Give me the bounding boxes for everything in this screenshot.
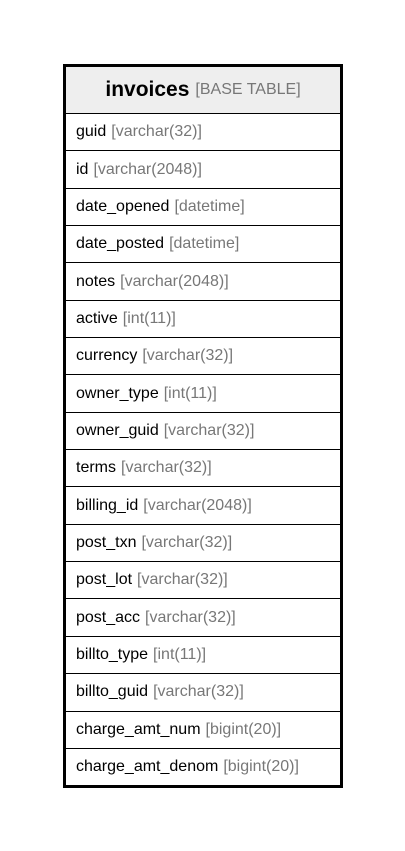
column-type: [varchar(32)] [137,571,228,589]
column-row: billto_guid[varchar(32)] [66,673,340,710]
column-type: [int(11)] [122,309,176,327]
column-name: billto_type [76,645,149,663]
table-name: invoices [105,78,190,101]
table-node-invoices: invoices [BASE TABLE] guid[varchar(32)]i… [63,64,343,789]
column-type: [varchar(32)] [111,123,202,141]
column-name: post_txn [76,533,137,551]
column-row: active[int(11)] [66,299,340,337]
column-row: terms [varchar(32)] [66,449,340,486]
column-name: date_opened [76,197,170,215]
column-row: owner_type[int(11)] [66,374,340,411]
column-row: date_posted[datetime] [66,225,340,262]
column-list: guid[varchar(32)]id[varchar(2048)]date_o… [66,113,340,785]
column-name: charge_amt_denom [76,758,219,776]
column-name: id [76,160,89,178]
column-type: [bigint(20)] [223,758,299,776]
column-name: owner_type [76,384,159,402]
column-type: [varchar(32)] [163,421,255,439]
column-name: notes [76,272,116,290]
column-type: [varchar(32)] [145,608,236,626]
column-row: id[varchar(2048)] [66,150,340,187]
column-row: post_lot[varchar(32)] [66,561,340,598]
column-type: [bigint(20)] [205,720,282,738]
column-type: [varchar(2048)] [143,496,252,514]
column-name: post_acc [76,608,141,626]
column-row: charge_amt_denom[bigint(20)] [66,747,340,785]
column-name: billto_guid [76,683,149,701]
column-type: [varchar(32)] [142,347,234,365]
column-type: [int(11)] [153,645,207,663]
column-row: notes[varchar(2048)] [66,262,340,299]
column-name: owner_guid [76,421,159,439]
column-row: owner_guid[varchar(32)] [66,411,340,449]
column-name: active [76,309,118,327]
column-type: [datetime] [174,197,245,215]
column-row: post_txn[varchar(32)] [66,523,340,561]
column-name: charge_amt_num [76,720,201,738]
table-kind: [BASE TABLE] [195,81,301,98]
column-row: currency[varchar(32)] [66,337,340,374]
column-row: billing_id[varchar(2048)] [66,486,340,523]
column-type: [datetime] [169,235,240,253]
column-type: [varchar(2048)] [93,160,202,178]
column-name: post_lot [76,571,133,589]
column-name: currency [76,347,138,365]
column-type: [varchar(32)] [141,533,233,551]
column-type: [int(11)] [163,384,217,402]
column-row: billto_type[int(11)] [66,635,340,673]
column-name: guid [76,123,107,141]
column-name: terms [76,459,116,477]
column-type: [varchar(32)] [121,459,212,477]
column-name: date_posted [76,235,165,253]
column-row: charge_amt_num[bigint(20)] [66,710,340,748]
column-type: [varchar(2048)] [120,272,229,290]
column-row: guid[varchar(32)] [66,113,340,150]
column-type: [varchar(32)] [153,683,244,701]
table-header: invoices [BASE TABLE] [66,67,340,113]
column-name: billing_id [76,496,139,514]
column-row: post_acc[varchar(32)] [66,598,340,635]
column-row: date_opened[datetime] [66,187,340,225]
